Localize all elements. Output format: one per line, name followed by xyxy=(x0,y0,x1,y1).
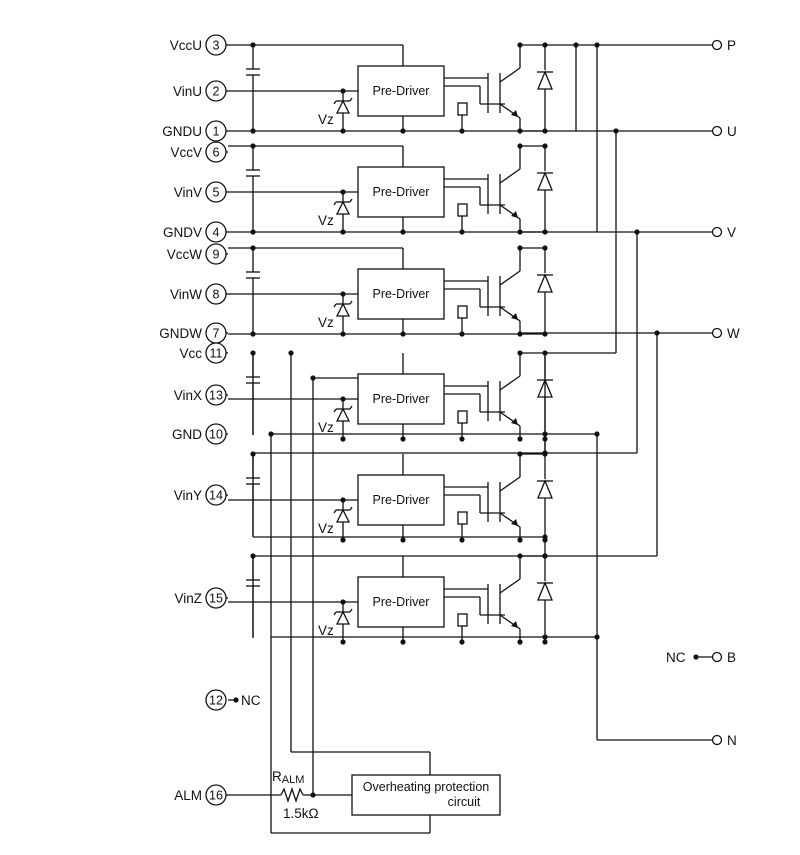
pin-label: GNDV xyxy=(163,225,202,240)
output-label: V xyxy=(727,225,736,240)
pin-label: VinX xyxy=(174,388,202,403)
pin-number: 9 xyxy=(213,248,220,262)
output-terminal-N: N xyxy=(711,733,737,748)
zener-label: Vz xyxy=(318,420,334,435)
resistor-label: RALM xyxy=(272,769,304,786)
resistor-value: 1.5kΩ xyxy=(283,806,319,821)
pre-driver-label: Pre-Driver xyxy=(373,493,430,507)
output-label: B xyxy=(727,650,736,665)
output-label: U xyxy=(727,124,737,139)
channel-2: Vz Pre-Driver xyxy=(228,143,553,235)
pin-label: GNDW xyxy=(159,326,202,341)
pin-label: Vcc xyxy=(179,346,202,361)
pin-number: 3 xyxy=(213,39,220,53)
channel-3: Vz Pre-Driver xyxy=(228,245,553,337)
pin-15: 15 xyxy=(205,587,227,609)
output-terminal-U: U xyxy=(711,124,737,139)
pin-label: VccU xyxy=(170,38,202,53)
channel-5: Vz Pre-Driver xyxy=(228,451,553,543)
pin-number: 1 xyxy=(213,125,220,139)
pin-8: 8 xyxy=(205,283,227,305)
pin-5: 5 xyxy=(205,181,227,203)
zener-label: Vz xyxy=(318,315,334,330)
pin-13: 13 xyxy=(205,384,227,406)
pin-label: ALM xyxy=(174,788,202,803)
pin-label: VinW xyxy=(170,287,202,302)
pin-number: 4 xyxy=(213,226,220,240)
output-terminal-V: V xyxy=(711,225,736,240)
pin-label: VccV xyxy=(170,145,202,160)
pin-number: 8 xyxy=(213,288,220,302)
pin-number: 13 xyxy=(209,389,223,403)
pin-label: VinV xyxy=(174,185,202,200)
pin-number: 14 xyxy=(209,489,223,503)
pin-12-number: 12 xyxy=(209,694,223,708)
output-terminal-W: W xyxy=(711,326,740,341)
pin-16: 16 xyxy=(205,784,227,806)
overheating-protection-box xyxy=(351,774,501,816)
pre-driver-label: Pre-Driver xyxy=(373,185,430,199)
pin-2: 2 xyxy=(205,80,227,102)
channel-4: Vz Pre-Driver xyxy=(228,350,553,442)
pin-9: 9 xyxy=(205,243,227,265)
pin-number: 10 xyxy=(209,428,223,442)
pin-label: VccW xyxy=(167,247,203,262)
pin-number: 7 xyxy=(213,327,220,341)
pre-driver-box xyxy=(357,166,445,218)
pin-label: GND xyxy=(172,427,202,442)
pre-driver-label: Pre-Driver xyxy=(373,595,430,609)
zener-label: Vz xyxy=(318,213,334,228)
output-label: N xyxy=(727,733,737,748)
pre-driver-box xyxy=(357,268,445,320)
pin-6: 6 xyxy=(205,141,227,163)
pin-number: 16 xyxy=(209,789,223,803)
output-label: P xyxy=(727,38,736,53)
pin-4: 4 xyxy=(205,221,227,243)
pin-number: 2 xyxy=(213,85,220,99)
pin-1: 1 xyxy=(205,120,227,142)
pin-label: VinY xyxy=(174,488,202,503)
pin-number: 15 xyxy=(209,592,223,606)
pre-driver-box xyxy=(357,576,445,628)
pin-label: VinZ xyxy=(174,591,202,606)
pre-driver-label: Pre-Driver xyxy=(373,84,430,98)
pin-12-label: NC xyxy=(241,693,261,708)
pre-driver-box xyxy=(357,373,445,425)
output-label: W xyxy=(727,326,740,341)
pin-11: 11 xyxy=(205,342,227,364)
pre-driver-label: Pre-Driver xyxy=(373,392,430,406)
pin-number: 5 xyxy=(213,186,220,200)
pin-3: 3 xyxy=(205,34,227,56)
pin-label: GNDU xyxy=(162,124,202,139)
protection-line2: circuit xyxy=(448,795,481,809)
zener-label: Vz xyxy=(318,521,334,536)
pin-number: 11 xyxy=(210,347,223,361)
pin-label: VinU xyxy=(173,84,202,99)
pre-driver-box xyxy=(357,65,445,117)
output-terminal-B: B xyxy=(711,650,736,665)
channel-6: Vz Pre-Driver xyxy=(228,553,553,645)
channel-1: Vz Pre-Driver xyxy=(228,42,553,134)
zener-label: Vz xyxy=(318,623,334,638)
zener-label: Vz xyxy=(318,112,334,127)
output-terminal-P: P xyxy=(711,38,736,53)
pin-12: 12 xyxy=(205,689,227,711)
pin-14: 14 xyxy=(205,484,227,506)
pre-driver-box xyxy=(357,474,445,526)
pin-7: 7 xyxy=(205,322,227,344)
pin-number: 6 xyxy=(213,146,220,160)
nc-b-label: NC xyxy=(666,650,686,665)
protection-line1: Overheating protection xyxy=(363,780,490,794)
pin-10: 10 xyxy=(205,423,227,445)
pre-driver-label: Pre-Driver xyxy=(373,287,430,301)
